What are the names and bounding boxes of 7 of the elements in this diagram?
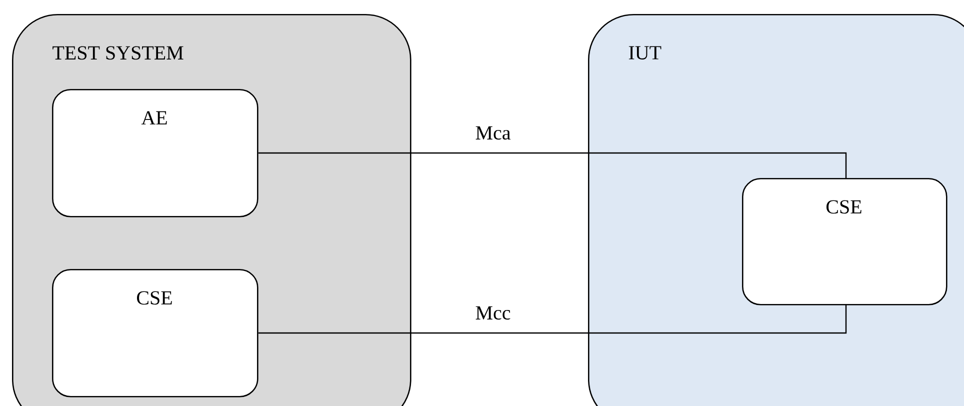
edge-label: Mca xyxy=(476,126,510,140)
entity-box: AE xyxy=(52,89,258,218)
connector-line xyxy=(258,152,847,178)
entity-box: CSE xyxy=(52,269,258,398)
entity-box: CSE xyxy=(742,178,948,306)
edge-label: Mcc xyxy=(476,306,510,320)
connector-line xyxy=(258,304,847,334)
